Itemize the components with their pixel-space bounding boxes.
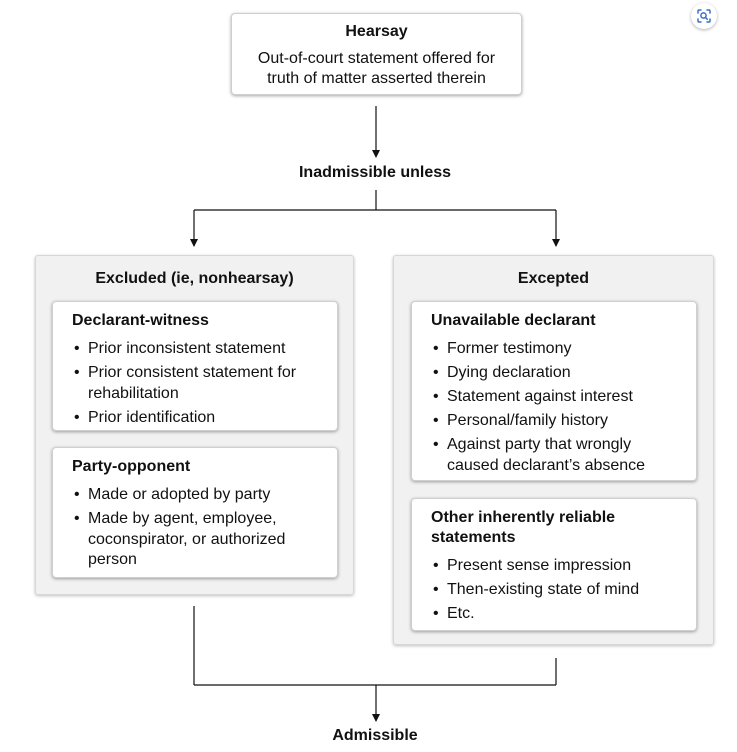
excepted-panel: Excepted Unavailable declarant Former te… bbox=[393, 255, 714, 645]
list-item: Etc. bbox=[431, 604, 684, 625]
list-item: Made or adopted by party bbox=[72, 485, 325, 506]
list-item: Then-existing state of mind bbox=[431, 580, 684, 601]
list-item: Present sense impression bbox=[431, 556, 684, 577]
list-item: Made by agent, employee, coconspirator, … bbox=[72, 509, 325, 571]
list-item: Prior consistent statement for rehabilit… bbox=[72, 363, 325, 404]
excluded-panel: Excluded (ie, nonhearsay) Declarant-witn… bbox=[35, 255, 354, 595]
declarant-witness-title: Declarant-witness bbox=[72, 312, 209, 329]
admissible-label: Admissible bbox=[332, 727, 418, 744]
hearsay-definition-line-2: truth of matter asserted therein bbox=[267, 70, 486, 87]
unavailable-declarant-box: Unavailable declarant Former testimony D… bbox=[411, 301, 697, 481]
list-item: Against party that wrongly caused declar… bbox=[431, 435, 684, 476]
party-opponent-title: Party-opponent bbox=[72, 458, 191, 475]
list-item: Former testimony bbox=[431, 339, 684, 360]
declarant-witness-list: Prior inconsistent statement Prior consi… bbox=[72, 339, 325, 428]
unavailable-declarant-list: Former testimony Dying declaration State… bbox=[431, 339, 684, 476]
other-reliable-list: Present sense impression Then-existing s… bbox=[431, 556, 684, 625]
hearsay-definition-line-1: Out-of-court statement offered for bbox=[257, 50, 496, 67]
party-opponent-list: Made or adopted by party Made by agent, … bbox=[72, 485, 325, 571]
inadmissible-unless-label: Inadmissible unless bbox=[298, 164, 452, 181]
list-item: Statement against interest bbox=[431, 387, 684, 408]
list-item: Prior identification bbox=[72, 408, 325, 429]
unavailable-declarant-title: Unavailable declarant bbox=[431, 312, 596, 329]
list-item: Personal/family history bbox=[431, 411, 684, 432]
other-reliable-title: Other inherently reliable statements bbox=[431, 509, 616, 546]
excepted-title: Excepted bbox=[517, 270, 590, 287]
hearsay-title: Hearsay bbox=[345, 23, 408, 40]
image-search-icon bbox=[697, 9, 711, 23]
party-opponent-box: Party-opponent Made or adopted by party … bbox=[52, 447, 338, 578]
declarant-witness-box: Declarant-witness Prior inconsistent sta… bbox=[52, 301, 338, 431]
list-item: Prior inconsistent statement bbox=[72, 339, 325, 360]
list-item: Dying declaration bbox=[431, 363, 684, 384]
image-search-button[interactable] bbox=[691, 3, 717, 29]
hearsay-box: Hearsay Out-of-court statement offered f… bbox=[231, 13, 522, 95]
other-reliable-box: Other inherently reliable statements Pre… bbox=[411, 498, 697, 631]
excluded-title: Excluded (ie, nonhearsay) bbox=[95, 270, 294, 287]
